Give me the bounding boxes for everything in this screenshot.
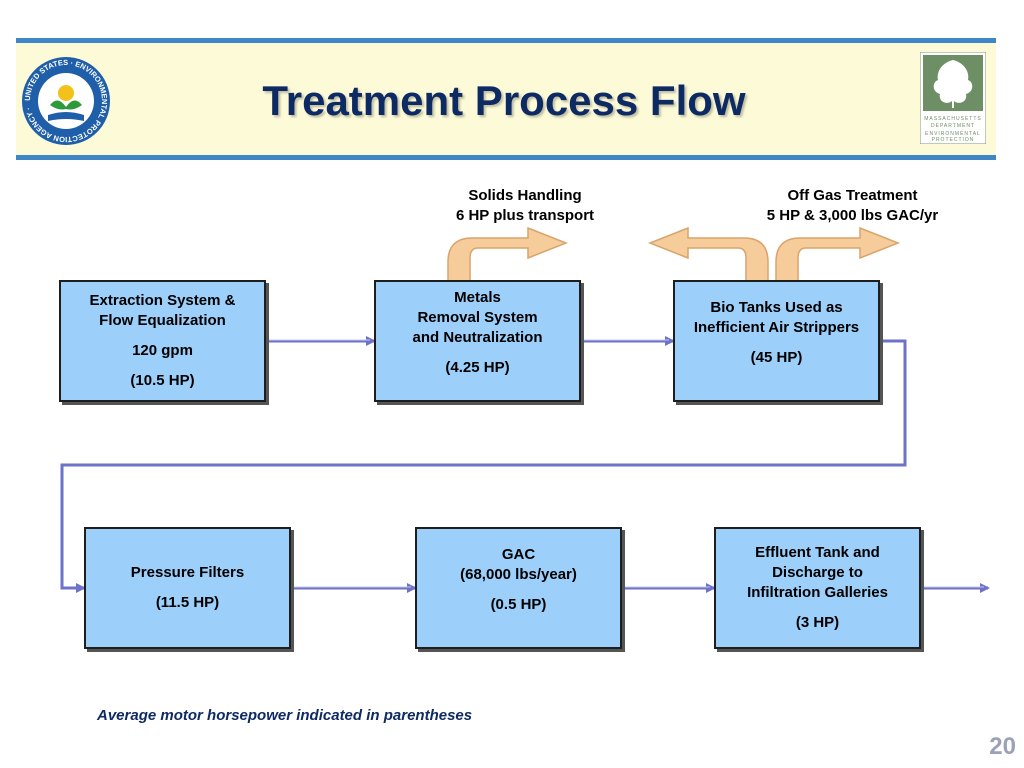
effluent-tank-box: Effluent Tank and Discharge to Infiltrat… (714, 527, 921, 649)
offgas-right-curved-arrow (775, 226, 901, 283)
svg-text:MASSACHUSETTS: MASSACHUSETTS (924, 116, 981, 122)
bio-tanks-box: Bio Tanks Used as Inefficient Air Stripp… (673, 280, 880, 402)
page-number: 20 (989, 733, 1016, 760)
footnote: Average motor horsepower indicated in pa… (97, 707, 473, 724)
mass-dep-logo: MASSACHUSETTS DEPARTMENT ENVIRONMENTAL P… (920, 52, 986, 144)
page-title: Treatment Process Flow (262, 77, 746, 124)
connector-bio-pressure (60, 339, 907, 593)
pressure-filters-box: Pressure Filters (11.5 HP) (84, 527, 291, 649)
metals-removal-box: Metals Removal System and Neutralization… (374, 280, 581, 402)
gac-box: GAC (68,000 lbs/year) (0.5 HP) (415, 527, 622, 649)
epa-seal-logo: UNITED STATES · ENVIRONMENTAL PROTECTION… (22, 57, 110, 145)
solids-handling-label: Solids Handling 6 HP plus transport (455, 187, 595, 224)
extraction-system-box: Extraction System & Flow Equalization 12… (59, 280, 266, 402)
header-band (16, 38, 996, 160)
off-gas-treatment-label: Off Gas Treatment 5 HP & 3,000 lbs GAC/y… (766, 187, 939, 224)
svg-text:DEPARTMENT: DEPARTMENT (931, 123, 975, 129)
offgas-left-curved-arrow (647, 226, 769, 283)
solids-curved-arrow (447, 226, 569, 283)
svg-text:PROTECTION: PROTECTION (932, 137, 975, 143)
svg-text:ENVIRONMENTAL: ENVIRONMENTAL (925, 131, 981, 137)
